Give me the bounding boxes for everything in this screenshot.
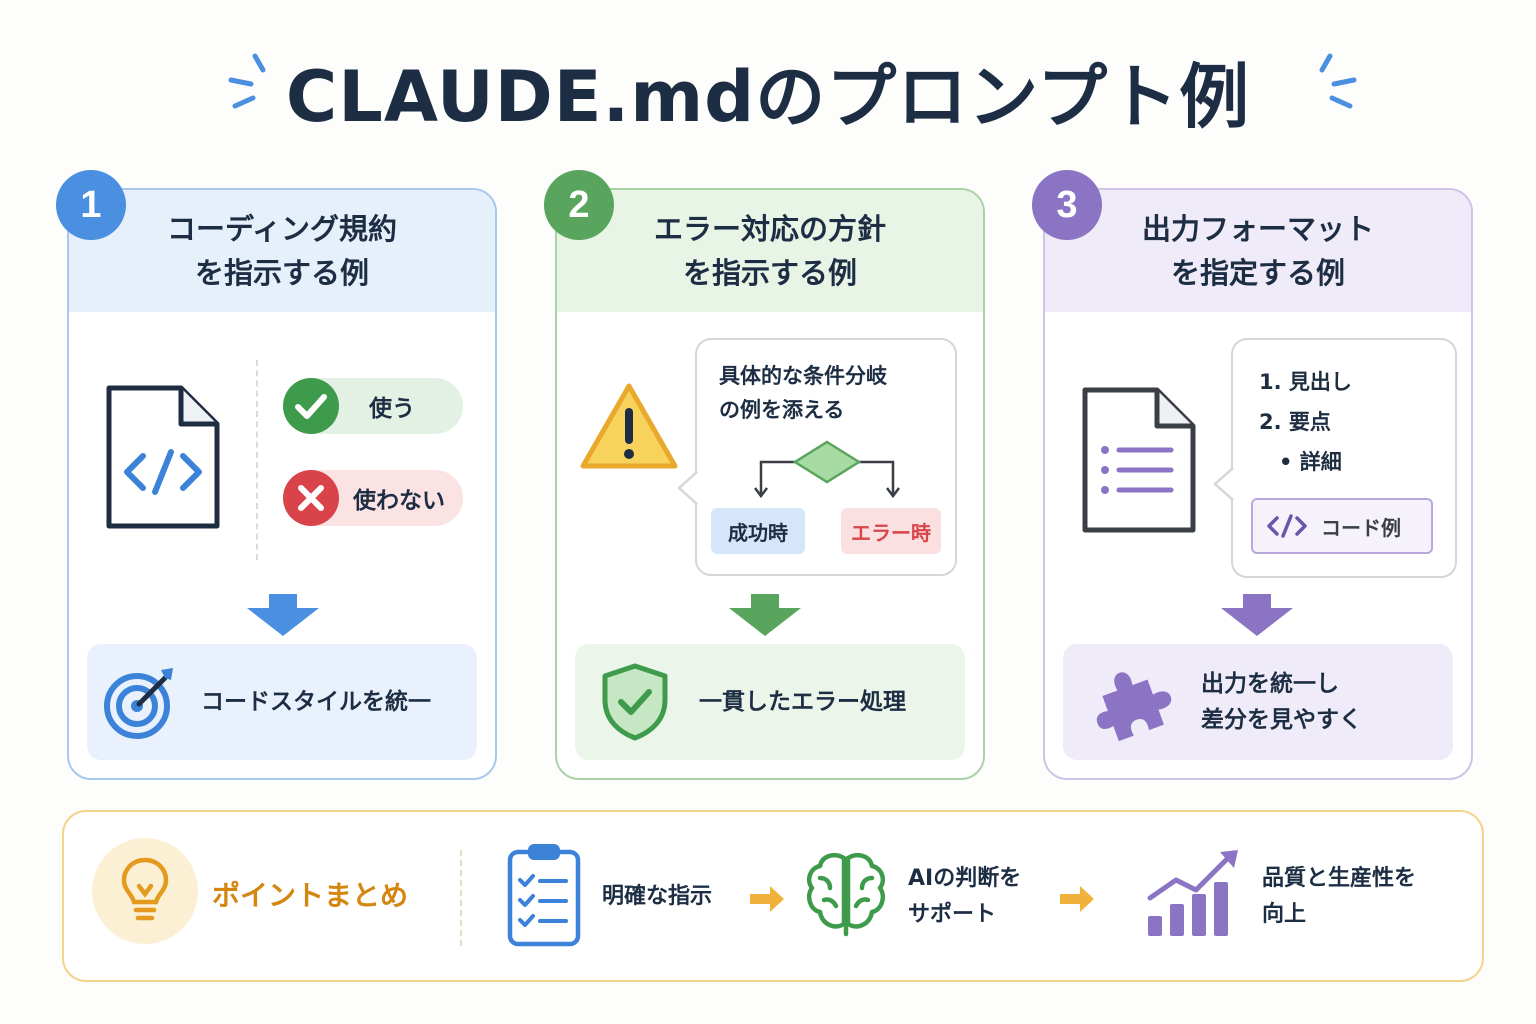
step-2-text-line-1: AIの判断を [908, 866, 1022, 891]
brain-icon [807, 853, 885, 937]
document-list-icon [1082, 387, 1196, 533]
growth-chart-icon [1147, 850, 1238, 936]
result-box: 一貫したエラー処理 [575, 644, 965, 760]
step-3-text-line-2: 向上 [1262, 902, 1307, 927]
card-output-format: 出力フォーマット を指定する例 1. 見出し 2. 要点 • 詳細 コード例 [1043, 188, 1473, 780]
page-title: CLAUDE.mdのプロンプト例 [285, 56, 1251, 138]
result-text: 一貫したエラー処理 [699, 689, 906, 715]
bubble-line-1: 具体的な条件分岐 [719, 364, 887, 388]
summary-label: ポイントまとめ [212, 879, 409, 912]
cross-circle-icon [283, 470, 339, 526]
code-file-icon [106, 385, 220, 529]
use-label: 使う [369, 396, 415, 422]
card-error-policy: エラー対応の方針 を指示する例 具体的な条件分岐 の例を添える 成功時 エラー時 [555, 188, 985, 780]
down-arrow-icon [729, 594, 801, 636]
flowchart-branch-icon [754, 440, 900, 499]
list-item-2: 2. 要点 [1259, 410, 1331, 434]
code-icon [1267, 514, 1307, 538]
warning-icon [580, 383, 678, 469]
target-icon [104, 668, 173, 739]
clipboard-checklist-icon [507, 844, 581, 947]
left-sparkle-icon [228, 53, 266, 109]
right-arrow-icon [750, 886, 784, 912]
divider [256, 360, 258, 560]
dont-use-pill: 使わない [283, 470, 463, 526]
lightbulb-icon [121, 857, 169, 921]
check-circle-icon [283, 378, 339, 434]
result-text: コードスタイルを統一 [201, 689, 431, 715]
dont-use-label: 使わない [353, 488, 445, 514]
speech-bubble: 具体的な条件分岐 の例を添える 成功時 エラー時 [695, 338, 957, 576]
card-heading: エラー対応の方針 を指示する例 [557, 190, 983, 312]
summary-panel: ポイントまとめ 明確な指示 AIの判断を サポート [62, 810, 1484, 982]
list-item-1: 1. 見出し [1259, 370, 1352, 394]
shield-check-icon [602, 663, 668, 741]
card-heading: コーディング規約 を指示する例 [69, 190, 495, 312]
list-item-3: • 詳細 [1279, 450, 1342, 474]
right-sparkle-icon [1319, 53, 1357, 109]
bubble-tail [677, 471, 698, 505]
branch-error: エラー時 [841, 508, 941, 554]
card-heading: 出力フォーマット を指定する例 [1045, 190, 1471, 312]
step-badge-3: 3 [1032, 170, 1102, 240]
step-3-text-line-1: 品質と生産性を [1262, 866, 1417, 891]
step-1-text: 明確な指示 [602, 884, 713, 909]
down-arrow-icon [1221, 594, 1293, 636]
branch-success: 成功時 [711, 508, 805, 554]
result-box: 出力を統一し 差分を見やすく [1063, 644, 1453, 760]
puzzle-icon [1096, 672, 1172, 742]
result-text: 出力を統一し 差分を見やすく [1201, 671, 1362, 733]
summary-divider [460, 850, 462, 946]
use-pill: 使う [283, 378, 463, 434]
code-label: コード例 [1321, 515, 1401, 540]
down-arrow-icon [247, 594, 319, 636]
result-box: コードスタイルを統一 [87, 644, 477, 760]
speech-bubble: 1. 見出し 2. 要点 • 詳細 コード例 [1231, 338, 1457, 578]
step-2-text-line-2: サポート [908, 902, 997, 927]
step-badge-1: 1 [56, 170, 126, 240]
step-badge-2: 2 [544, 170, 614, 240]
right-arrow-icon [1060, 886, 1094, 912]
bubble-tail [1213, 467, 1234, 501]
card-coding-rules: コーディング規約 を指示する例 使う 使わない [67, 188, 497, 780]
bubble-line-2: の例を添える [719, 398, 845, 422]
code-example-box: コード例 [1251, 498, 1433, 554]
